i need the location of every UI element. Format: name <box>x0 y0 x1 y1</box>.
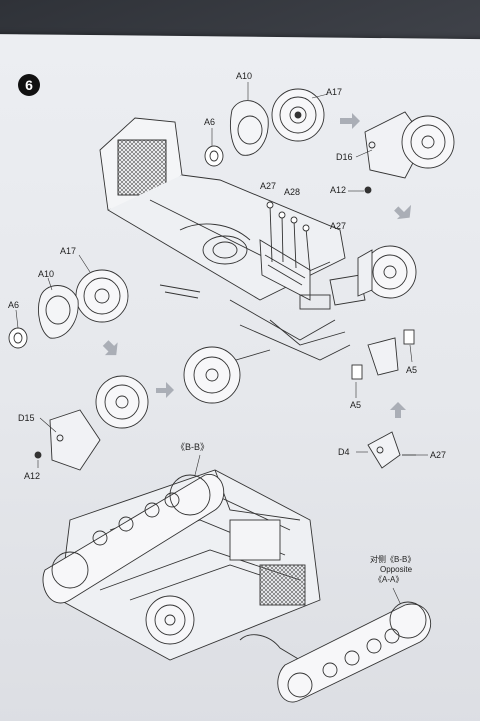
note-line-3: 《A-A》 <box>374 575 404 584</box>
label-d4: D4 <box>338 447 350 457</box>
label-a5-bottom: A5 <box>350 400 362 410</box>
label-a12-left: A12 <box>24 471 41 481</box>
right-track-opposite <box>277 601 432 703</box>
label-a27-a: A27 <box>260 181 277 191</box>
left-wheel-cover-a10 <box>38 285 79 339</box>
label-a10-top: A10 <box>236 71 253 81</box>
label-a28: A28 <box>284 187 301 197</box>
bb-leader <box>194 454 201 476</box>
left-idler-wheel-a17 <box>75 269 129 323</box>
left-track <box>42 474 225 604</box>
label-d15: D15 <box>18 413 35 423</box>
wheel-assembly-d16 <box>364 111 455 194</box>
leader-lines <box>15 82 428 468</box>
direction-arrows <box>102 113 412 418</box>
label-a17-top: A17 <box>326 87 343 97</box>
label-d16: D16 <box>336 152 353 162</box>
label-bb-section: 《B-B》 <box>176 442 210 452</box>
brackets-a5 <box>351 329 415 380</box>
right-mid-wheel <box>357 245 417 299</box>
label-a27-c: A27 <box>430 450 447 460</box>
wheel-assembly-d15 <box>34 375 149 471</box>
label-a6-top: A6 <box>204 117 216 127</box>
top-idler-wheel-a17 <box>271 88 325 142</box>
center-drive-wheel <box>183 346 271 404</box>
top-washer-a6 <box>204 145 224 167</box>
front-drive-sprocket <box>145 595 195 645</box>
a27-a28-rods <box>266 201 311 273</box>
upper-chassis <box>99 117 366 361</box>
label-a5-right: A5 <box>406 365 418 375</box>
label-a6-left: A6 <box>8 300 20 310</box>
note-line-1: 对侧《B-B》 <box>370 555 416 564</box>
part-d4 <box>367 431 416 469</box>
left-washer-a6 <box>8 327 28 349</box>
label-a17-left: A17 <box>60 246 77 256</box>
opposite-leader <box>392 587 401 604</box>
opposite-side-note: 对侧《B-B》 Opposite 《A-A》 <box>370 555 415 585</box>
label-a27-b: A27 <box>330 221 347 231</box>
label-a10-left: A10 <box>38 269 55 279</box>
note-line-2: Opposite <box>380 565 413 574</box>
top-wheel-cover-a10 <box>230 100 269 156</box>
label-a12-top: A12 <box>330 185 347 195</box>
step-number-badge: 6 <box>18 74 40 96</box>
